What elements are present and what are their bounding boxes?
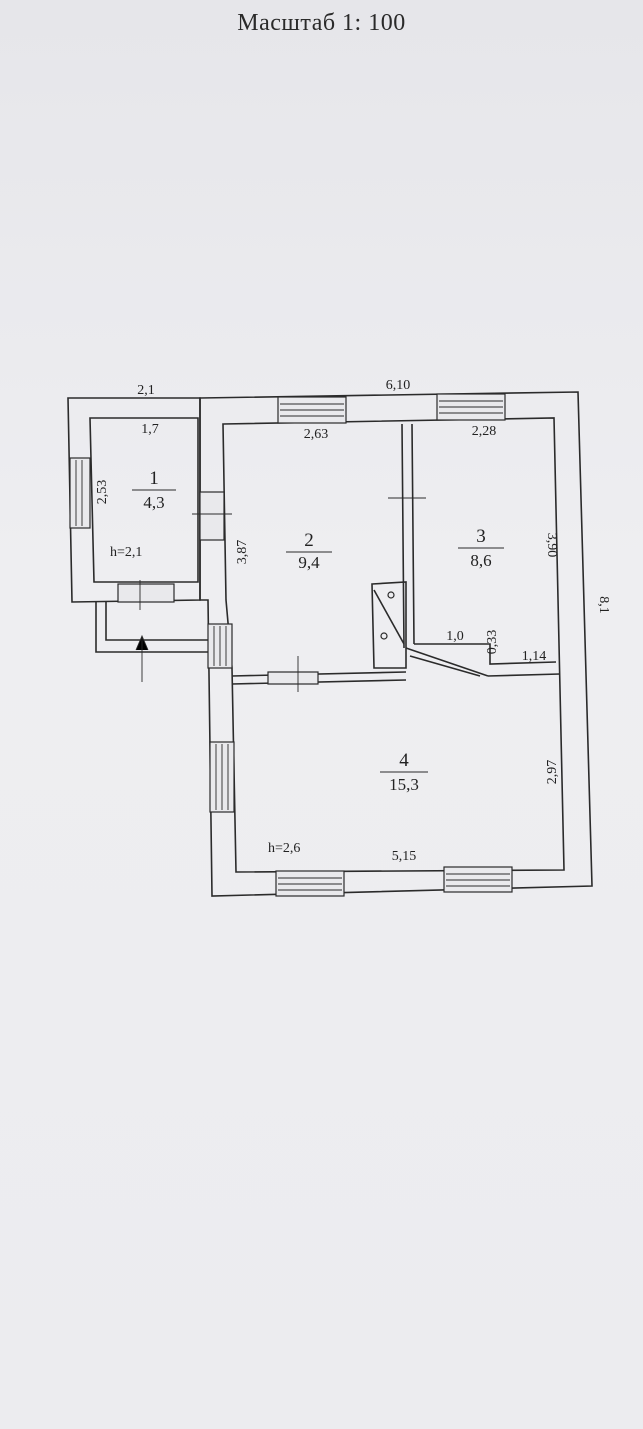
stove-flue — [405, 647, 489, 677]
dim-room2-width: 2,63 — [304, 427, 329, 442]
stove-diagonal — [373, 589, 405, 645]
room3-area: 8,6 — [470, 551, 491, 570]
stove-burner-top — [387, 591, 395, 599]
main-inner-wall — [222, 417, 565, 873]
dim-top-total-width: 6,10 — [386, 378, 411, 393]
room2-area: 9,4 — [298, 553, 320, 572]
dim-room1-width: 1,7 — [141, 422, 159, 437]
window-room4-bottom-right — [443, 866, 513, 893]
room4-height: h=2,6 — [268, 841, 300, 856]
porch-inner — [105, 602, 208, 641]
dim-recess-depth: 0,33 — [485, 630, 500, 655]
dim-room2-depth: 3,87 — [235, 540, 250, 565]
room4-area: 15,3 — [389, 775, 419, 794]
entry-arrow — [135, 634, 149, 682]
room1-area: 4,3 — [143, 493, 164, 512]
dim-room1-depth: 2,53 — [95, 480, 110, 505]
door-marks — [139, 497, 426, 692]
vestibule-outer-wall — [67, 397, 201, 603]
dim-room3-width: 2,28 — [472, 424, 497, 439]
dim-recess-offset: 1,14 — [522, 649, 547, 664]
porch — [95, 602, 212, 653]
room1-height: h=2,1 — [110, 545, 142, 560]
partition-3-4 — [414, 643, 561, 677]
dim-total-depth: 8,1 — [596, 596, 611, 614]
room4-number: 4 — [399, 750, 409, 771]
dim-room3-depth: 3,90 — [544, 533, 559, 558]
dim-top-left-width: 2,1 — [137, 383, 155, 398]
partition-2-3 — [401, 423, 415, 649]
stove — [371, 581, 407, 669]
door-vestibule-bottom — [117, 583, 175, 603]
main-outer-wall — [199, 391, 593, 897]
dim-recess-width: 1,0 — [446, 629, 464, 644]
dim-room4-width: 5,15 — [392, 849, 417, 864]
partition-upper-lower — [231, 671, 407, 685]
dim-room4-depth: 2,97 — [545, 760, 560, 785]
room2-number: 2 — [304, 530, 314, 551]
vestibule-inner-wall — [89, 417, 199, 583]
window-glazing-lines — [75, 400, 510, 891]
stove-burner-bottom — [380, 632, 388, 640]
door-vestibule-main — [199, 491, 225, 541]
scale-title: Масштаб 1: 100 — [237, 10, 406, 36]
window-room4-bottom-left — [275, 870, 345, 897]
door-room2-room4 — [267, 671, 319, 685]
room1-number: 1 — [149, 468, 159, 489]
window-room1-left — [69, 457, 91, 529]
room3-number: 3 — [476, 526, 486, 547]
